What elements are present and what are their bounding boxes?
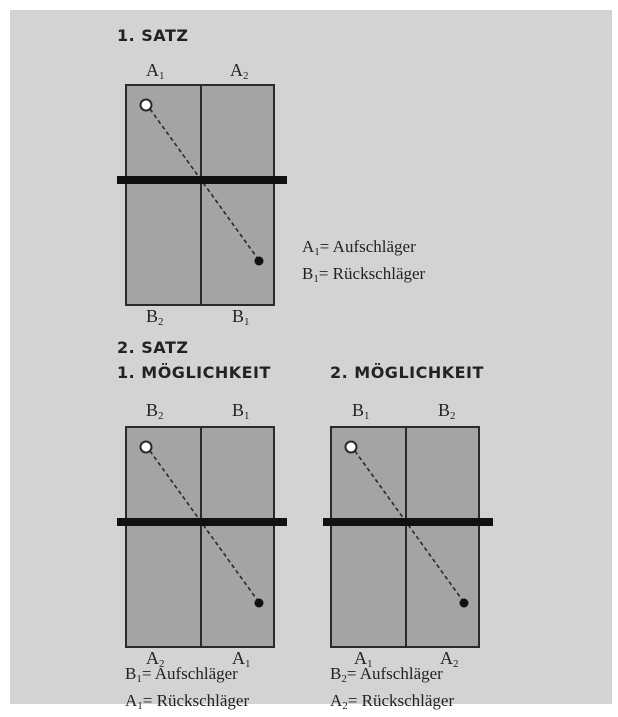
- o1-serve-diagram: [139, 440, 263, 607]
- o1-net: [117, 518, 287, 526]
- diagram-panel: 1. SATZ A1 A2 B2 B1 A1= Aufschläger B1= …: [10, 10, 612, 712]
- o1-court: [125, 426, 275, 648]
- section2-title: 2. SATZ: [117, 338, 189, 357]
- o2-serve-diagram: [344, 440, 468, 607]
- o2-top-label-left: B1: [352, 400, 370, 422]
- serve-start-circle-icon: [139, 440, 152, 453]
- serve-start-circle-icon: [344, 440, 357, 453]
- o2-court: [330, 426, 480, 648]
- o1-top-label-right: B1: [232, 400, 250, 422]
- s1-court-center-line: [200, 86, 202, 304]
- option1-title: 1. MÖGLICHKEIT: [117, 363, 271, 382]
- o1-legend: B1= Aufschläger A1= Rückschläger: [125, 663, 249, 717]
- o2-net: [323, 518, 493, 526]
- serve-target-dot-icon: [254, 598, 263, 607]
- s1-net: [117, 176, 287, 184]
- s1-legend-line: A1= Aufschläger: [302, 237, 416, 258]
- s1-legend: A1= Aufschläger B1= Rückschläger: [302, 236, 425, 290]
- s1-bottom-label-left: B2: [146, 306, 164, 328]
- o1-bottom-label-left: A2: [146, 648, 165, 670]
- option2-title: 2. MÖGLICHKEIT: [330, 363, 484, 382]
- o1-legend-line: A1= Rückschläger: [125, 691, 250, 712]
- o2-top-label-right: B2: [438, 400, 456, 422]
- o2-bottom-label-left: A1: [354, 648, 373, 670]
- o1-bottom-label-right: A1: [232, 648, 251, 670]
- s1-top-label-right: A2: [230, 60, 249, 82]
- o2-legend-line: B2= Aufschläger: [330, 664, 443, 685]
- serve-target-dot-icon: [459, 598, 468, 607]
- o2-legend-line: A2= Rückschläger: [330, 691, 455, 712]
- s1-serve-diagram: [139, 98, 263, 265]
- s1-court: [125, 84, 275, 306]
- s1-top-label-left: A1: [146, 60, 165, 82]
- serve-target-dot-icon: [254, 256, 263, 265]
- s1-legend-line: B1= Rückschläger: [302, 264, 426, 285]
- o2-bottom-label-right: A2: [440, 648, 459, 670]
- o1-court-center-line: [200, 428, 202, 646]
- o1-top-label-left: B2: [146, 400, 164, 422]
- o2-court-center-line: [405, 428, 407, 646]
- o2-legend: B2= Aufschläger A2= Rückschläger: [330, 663, 454, 717]
- s1-bottom-label-right: B1: [232, 306, 250, 328]
- o1-legend-line: B1= Aufschläger: [125, 664, 238, 685]
- serve-start-circle-icon: [139, 98, 152, 111]
- section1-title: 1. SATZ: [117, 26, 189, 45]
